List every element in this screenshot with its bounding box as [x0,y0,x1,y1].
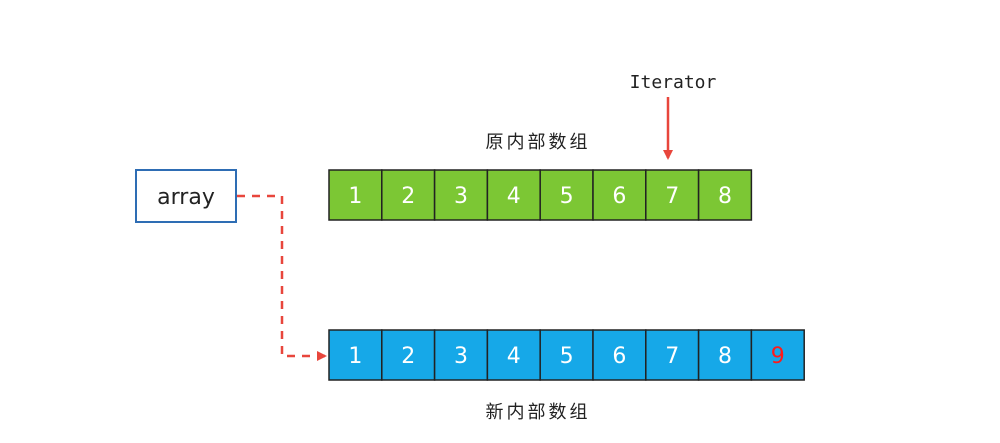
old-array-cell-value: 3 [454,184,468,209]
new-array-cell [539,329,594,381]
new-array-caption: 新内部数组 [486,402,591,423]
new-array-cell [486,329,541,381]
new-array-cell-value: 3 [454,344,468,369]
new-array-cell-value: 6 [612,344,626,369]
old-array-cell-value: 1 [348,184,362,209]
new-array-cell-value: 7 [665,344,679,369]
old-array-cell-value: 6 [612,184,626,209]
old-array: 1 2 3 4 5 6 7 8 [328,169,753,221]
new-array-cell [697,329,753,381]
new-array-cell [592,329,647,381]
old-array-cell-value: 8 [718,184,732,209]
old-array-cell-value: 2 [401,184,415,209]
old-array-cell [697,169,753,221]
array-variable-label: array [157,185,215,210]
new-array-cell-value: 1 [348,344,362,369]
old-array-caption: 原内部数组 [486,132,591,153]
new-array-cell-value: 4 [507,344,521,369]
old-array-cell-value: 7 [665,184,679,209]
array-variable-box [135,169,237,223]
iterator-label: Iterator [630,72,717,93]
old-array-cell-value: 5 [560,184,574,209]
new-array: 1 2 3 4 5 6 7 8 9 [328,329,805,381]
new-array-cell-value: 5 [560,344,574,369]
new-array-cell [328,329,383,381]
old-array-cell-value: 4 [507,184,521,209]
new-array-cell [381,329,436,381]
new-array-cell-value: 2 [401,344,415,369]
old-array-cell [381,169,436,221]
new-array-cell [645,329,700,381]
new-array-cell-value: 9 [771,344,785,369]
array-reference-arrow [237,194,327,361]
new-array-cell [750,329,805,381]
new-array-cell-value: 8 [718,344,732,369]
old-array-cell [433,169,489,221]
